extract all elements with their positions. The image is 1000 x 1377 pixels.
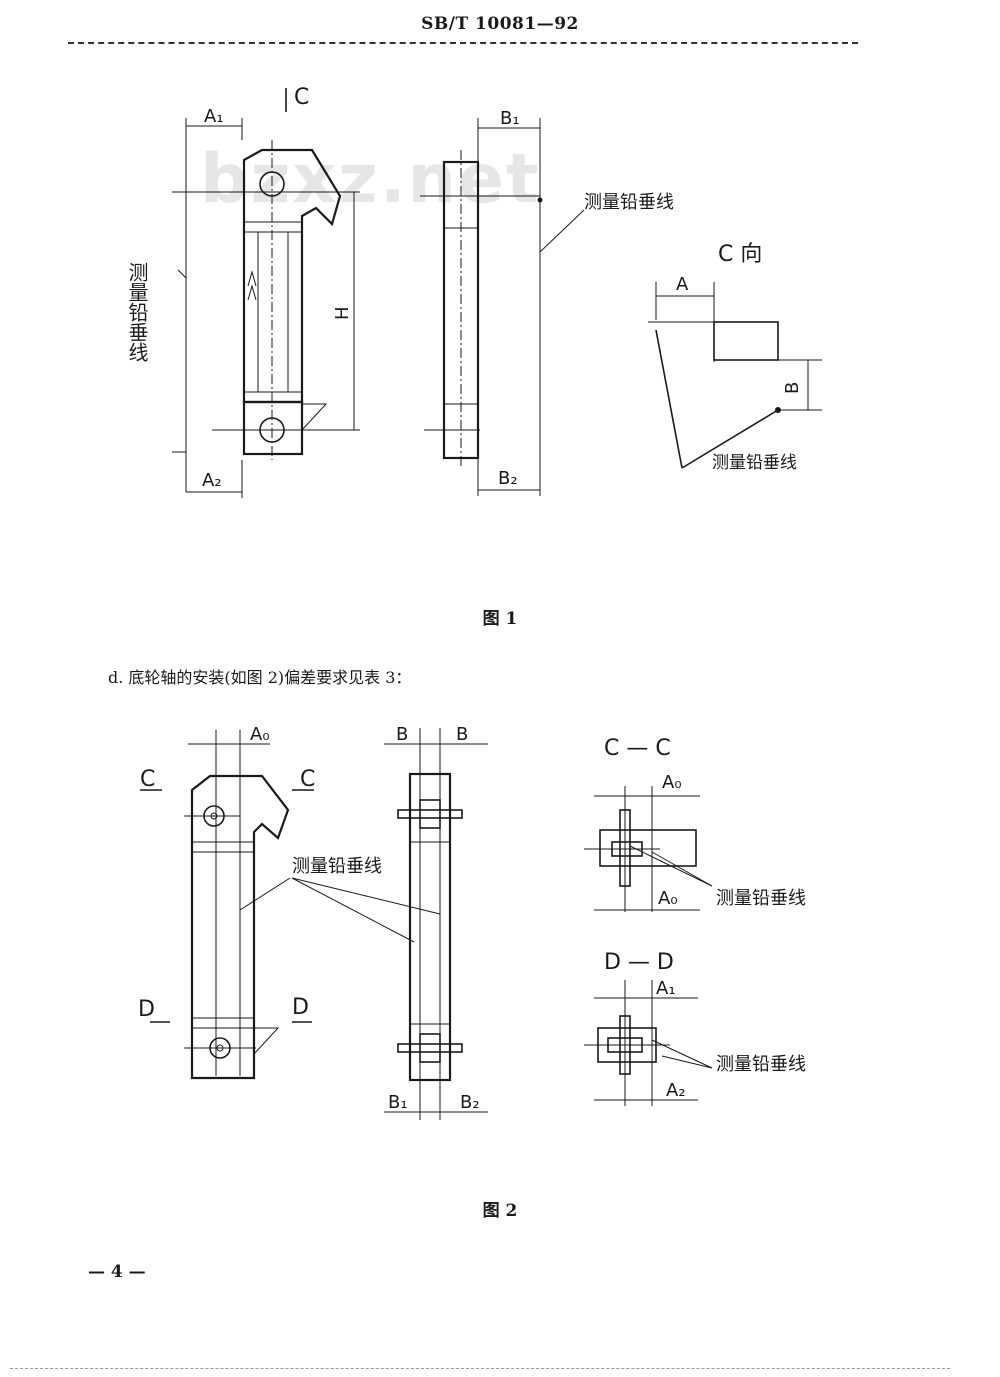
label-b2: B₂	[498, 468, 518, 489]
label-plumb-right: 测量铅垂线	[584, 192, 674, 213]
figure-1-c-view	[648, 282, 822, 469]
cc-label-a0-bottom: A₀	[658, 888, 678, 909]
fig2-label-b-right: B	[456, 724, 468, 745]
figure-1-side-view	[420, 118, 585, 496]
fig2-label-c-right: C	[300, 767, 315, 792]
dd-label-a2: A₂	[666, 1080, 686, 1101]
section-dd-title: D — D	[604, 950, 674, 975]
figure-2-side-view	[291, 728, 488, 1120]
fig2-label-a0-top: A₀	[250, 724, 270, 745]
cc-label-a0-top: A₀	[662, 772, 682, 793]
fig2-label-b2: B₂	[460, 1092, 480, 1113]
label-a1: A₁	[204, 106, 224, 127]
fig2-label-c-left: C	[140, 767, 155, 792]
label-plumb-vertical: 测量铅垂线	[125, 262, 149, 362]
label-a: A	[676, 274, 689, 295]
dd-label-plumb: 测量铅垂线	[716, 1054, 806, 1075]
paragraph-d: d. 底轮轴的安装(如图 2)偏差要求见表 3：	[108, 668, 412, 687]
fig2-label-d-left: D	[138, 997, 155, 1022]
label-c-arrow: C	[294, 85, 309, 110]
label-plumb-c-view: 测量铅垂线	[712, 453, 797, 473]
figure-2-caption: 图 2	[482, 1201, 518, 1221]
page-number: — 4 —	[88, 1262, 146, 1282]
fig2-label-plumb-center: 测量铅垂线	[292, 856, 382, 877]
cc-label-plumb: 测量铅垂线	[716, 888, 806, 909]
figure-1-caption: 图 1	[482, 609, 518, 629]
section-dd-view	[584, 980, 713, 1106]
dd-label-a1: A₁	[656, 978, 676, 999]
label-b: B	[782, 382, 803, 394]
fig2-label-b-left: B	[396, 724, 408, 745]
section-cc-view	[584, 786, 713, 912]
label-b1: B₁	[500, 108, 520, 129]
fig2-label-b1: B₁	[388, 1092, 408, 1113]
fig2-label-d-right: D	[292, 995, 309, 1020]
standard-code: SB/T 10081—92	[421, 14, 579, 34]
figure-2-front-view	[140, 730, 314, 1080]
header-rule	[68, 42, 858, 44]
label-a2: A₂	[202, 470, 222, 491]
label-c-view: C 向	[718, 242, 763, 267]
footer-rule	[10, 1368, 950, 1369]
section-cc-title: C — C	[604, 736, 671, 761]
figure-1-front-view	[172, 88, 360, 498]
label-h: H	[332, 306, 353, 320]
